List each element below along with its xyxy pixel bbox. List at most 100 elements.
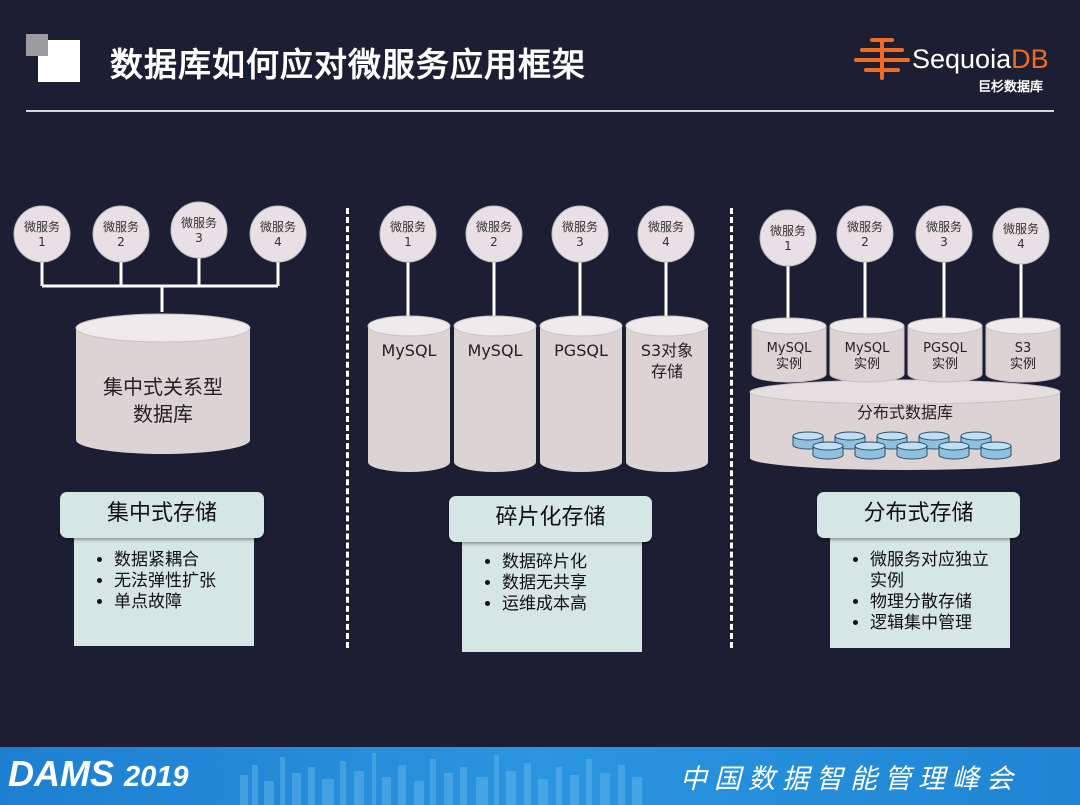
panel-2-bullets: 数据碎片化 数据无共享 运维成本高 (462, 540, 642, 652)
svg-text:1: 1 (784, 239, 792, 253)
bullet-item: 单点故障 (114, 592, 240, 613)
bullet-item: 数据碎片化 (502, 552, 628, 573)
service-node[interactable]: 微服务 4 (637, 205, 695, 263)
svg-text:MySQL: MySQL (468, 341, 523, 360)
distributed-database-cylinder[interactable]: 分布式数据库 (749, 379, 1061, 470)
db-label-line1: 集中式关系型 (103, 375, 223, 399)
svg-text:实例: 实例 (1010, 357, 1036, 372)
brand-year: 2019 (124, 761, 189, 793)
disk-icon (938, 441, 970, 460)
pgsql-instance[interactable]: PGSQL 实例 (907, 317, 983, 383)
service-node[interactable]: 微服务 1 (379, 205, 437, 263)
svg-text:2: 2 (490, 235, 498, 249)
s3-object-storage-cylinder[interactable]: S3对象 存储 (625, 315, 709, 472)
svg-text:PGSQL: PGSQL (554, 341, 608, 360)
svg-text:实例: 实例 (854, 357, 880, 372)
logo-subtitle: 巨杉数据库 (978, 80, 1044, 95)
bullet-item: 数据紧耦合 (114, 550, 240, 571)
svg-text:2: 2 (117, 235, 125, 249)
svg-text:微服务: 微服务 (648, 219, 684, 234)
svg-text:微服务: 微服务 (770, 223, 806, 238)
mysql-cylinder[interactable]: MySQL (367, 315, 451, 472)
page-title: 数据库如何应对微服务应用框架 (110, 45, 586, 84)
service-node[interactable]: 微服务 3 (170, 201, 228, 259)
bullet-item: 无法弹性扩张 (114, 571, 240, 592)
svg-text:微服务: 微服务 (847, 219, 883, 234)
svg-text:4: 4 (274, 235, 282, 249)
svg-text:3: 3 (576, 235, 584, 249)
svg-text:3: 3 (195, 231, 203, 245)
disk-icon (980, 441, 1012, 460)
bullet-item: 运维成本高 (502, 594, 628, 615)
service-node[interactable]: 微服务 3 (551, 205, 609, 263)
svg-text:MySQL: MySQL (382, 341, 437, 360)
logo-wordmark: SequoiaDB (912, 44, 1049, 75)
bullet-item: 数据无共享 (502, 573, 628, 594)
disk-icon (854, 441, 886, 460)
logo-name-main: Sequoia (912, 44, 1012, 74)
svg-text:微服务: 微服务 (103, 219, 139, 234)
bullet-item: 逻辑集中管理 (870, 613, 996, 634)
panel-divider-1 (346, 208, 349, 648)
service-node[interactable]: 微服务 2 (465, 205, 523, 263)
brand-name: DAMS (8, 753, 114, 794)
svg-text:微服务: 微服务 (181, 215, 217, 230)
summit-title: 中国数据智能管理峰会 (680, 764, 1020, 795)
panel-divider-2 (730, 208, 733, 648)
title-square-small (26, 34, 48, 56)
mysql-instance[interactable]: MySQL 实例 (829, 317, 905, 383)
mysql-instance[interactable]: MySQL 实例 (751, 317, 827, 383)
disk-icon (896, 441, 928, 460)
service-node[interactable]: 微服务 1 (759, 209, 817, 267)
svg-text:微服务: 微服务 (24, 219, 60, 234)
svg-text:实例: 实例 (932, 357, 958, 372)
svg-text:S3: S3 (1015, 341, 1032, 356)
svg-text:实例: 实例 (776, 357, 802, 372)
svg-text:PGSQL: PGSQL (923, 341, 967, 356)
s3-instance[interactable]: S3 实例 (985, 317, 1061, 383)
service-node[interactable]: 微服务 4 (992, 207, 1050, 265)
panel-1-bullets: 数据紧耦合 无法弹性扩张 单点故障 (74, 538, 254, 646)
panel-1-services: 微服务 1 微服务 2 微服务 3 微服务 4 (13, 201, 307, 263)
svg-text:微服务: 微服务 (562, 219, 598, 234)
svg-text:微服务: 微服务 (390, 219, 426, 234)
panel-2-services: 微服务 1 微服务 2 微服务 3 微服务 4 (379, 205, 695, 263)
service-node[interactable]: 微服务 2 (92, 205, 150, 263)
panel-1-connectors (40, 258, 280, 312)
svg-text:MySQL: MySQL (767, 341, 812, 356)
svg-text:4: 4 (662, 235, 670, 249)
panel-2-connectors (406, 258, 668, 318)
service-node[interactable]: 微服务 2 (836, 205, 894, 263)
header-rule (26, 110, 1054, 112)
category-distributed-storage: 分布式存储 (817, 492, 1020, 538)
panel-3-services: 微服务 1 微服务 2 微服务 3 微服务 4 (759, 205, 1050, 267)
svg-text:1: 1 (38, 235, 46, 249)
panel-2-databases: MySQL MySQL PGSQL S3对象 存储 (367, 315, 709, 472)
svg-text:微服务: 微服务 (260, 219, 296, 234)
city-skyline-decoration (240, 753, 642, 805)
storage-node-icons (792, 431, 1012, 460)
pgsql-cylinder[interactable]: PGSQL (539, 315, 623, 472)
disk-icon (812, 441, 844, 460)
mysql-cylinder[interactable]: MySQL (453, 315, 537, 472)
service-node[interactable]: 微服务 1 (13, 205, 71, 263)
service-node[interactable]: 微服务 4 (249, 205, 307, 263)
svg-text:2: 2 (861, 235, 869, 249)
svg-text:MySQL: MySQL (845, 341, 890, 356)
distributed-db-label: 分布式数据库 (857, 403, 953, 422)
service-node[interactable]: 微服务 3 (915, 205, 973, 263)
bullet-item: 物理分散存储 (870, 592, 996, 613)
svg-text:微服务: 微服务 (476, 219, 512, 234)
centralized-database-cylinder[interactable]: 集中式关系型 数据库 (75, 313, 251, 454)
svg-text:4: 4 (1017, 237, 1025, 251)
svg-text:1: 1 (404, 235, 412, 249)
panel-3-instances: MySQL 实例 MySQL 实例 PGSQL 实例 S3 实例 (751, 317, 1061, 383)
dams-brand: DAMS 2019 (8, 753, 189, 795)
db-label-line2: 数据库 (133, 402, 193, 426)
sequoiadb-logo-icon (854, 38, 910, 80)
category-centralized-storage: 集中式存储 (60, 492, 264, 538)
panel-3-connectors (786, 262, 1023, 322)
panel-3-bullets: 微服务对应独立实例 物理分散存储 逻辑集中管理 (830, 538, 1010, 648)
svg-text:存储: 存储 (651, 362, 683, 381)
